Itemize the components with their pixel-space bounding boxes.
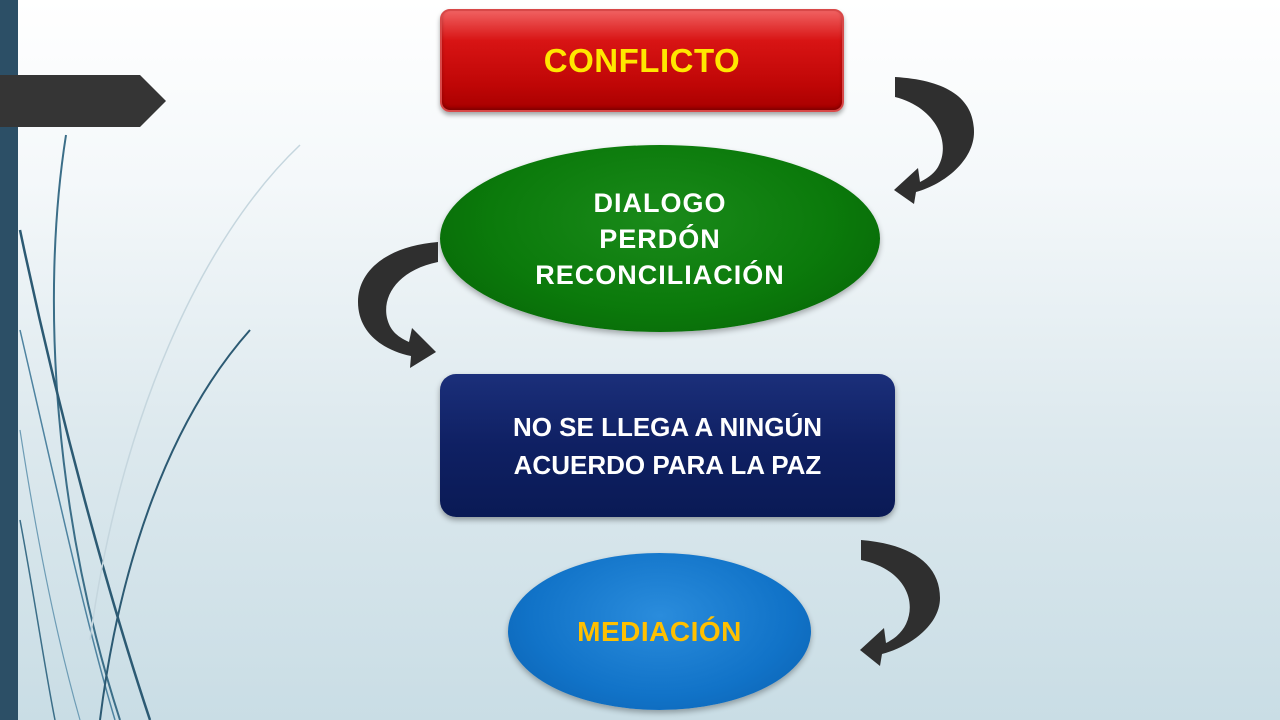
curved-arrow-acuerdo-to-mediacion — [860, 540, 940, 666]
dialogo-label: DIALOGO — [593, 187, 727, 218]
conflicto-label: CONFLICTO — [543, 41, 741, 79]
conflicto-node: CONFLICTO — [440, 9, 844, 112]
mediacion-node: MEDIACIÓN — [508, 553, 811, 710]
perdon-label: PERDÓN — [599, 223, 721, 254]
no-acuerdo-line-2: ACUERDO PARA LA PAZ — [513, 449, 822, 480]
reconciliacion-label: RECONCILIACIÓN — [535, 259, 785, 290]
decorative-curves — [18, 134, 301, 720]
mediacion-label: MEDIACIÓN — [577, 615, 742, 647]
pentagon-tab-decoration — [0, 75, 166, 127]
no-acuerdo-node: NO SE LLEGA A NINGÚN ACUERDO PARA LA PAZ — [440, 374, 895, 517]
left-accent-bar — [0, 0, 18, 720]
dialogo-node: DIALOGO PERDÓN RECONCILIACIÓN — [440, 145, 880, 332]
no-acuerdo-line-1: NO SE LLEGA A NINGÚN — [512, 411, 823, 442]
curved-arrow-conflicto-to-dialogo — [894, 77, 974, 204]
curved-arrow-dialogo-to-acuerdo — [358, 242, 438, 368]
